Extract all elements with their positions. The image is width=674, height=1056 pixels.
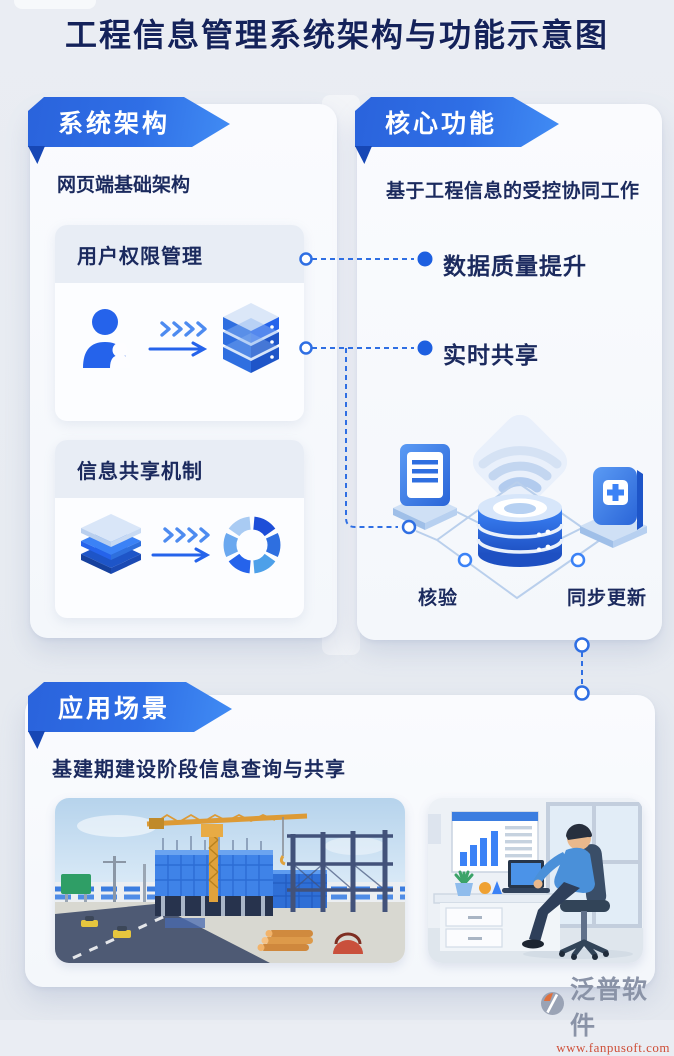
- data-hub-illustration: [360, 412, 660, 612]
- wall-frame: [428, 814, 441, 844]
- user-icon: [79, 306, 137, 377]
- ribbon-functions: 核心功能: [355, 97, 559, 147]
- page-title: 工程信息管理系统架构与功能示意图: [64, 17, 609, 53]
- layers-icon: [79, 512, 143, 583]
- deco-cone: [492, 881, 502, 894]
- bullet-realtime-share: 实时共享: [443, 342, 539, 368]
- add-document-icon: [580, 467, 647, 548]
- pipes: [257, 930, 313, 951]
- brand-name: 泛普软件: [570, 976, 649, 1040]
- node-circle: [570, 552, 586, 568]
- transfer-arrow-icon: [151, 525, 213, 570]
- brand-logo-icon: [540, 991, 565, 1021]
- node-circle: [457, 552, 473, 568]
- bullet-data-quality: 数据质量提升: [443, 253, 587, 279]
- office-workstation-image: [428, 798, 643, 963]
- plant: [454, 870, 474, 896]
- scenarios-subtitle: 基建期建设阶段信息查询与共享: [52, 759, 346, 781]
- database-3d-icon: [476, 494, 564, 567]
- database-stack-icon: [220, 301, 282, 382]
- footer-brand: 泛普软件 www.fanpusoft.com: [540, 970, 670, 1056]
- ribbon-architecture: 系统架构: [28, 97, 230, 147]
- card-info-sharing: 信息共享机制: [55, 440, 304, 618]
- deco-ball: [479, 882, 491, 894]
- bar-chart: [460, 831, 498, 866]
- crane: [146, 813, 308, 902]
- card-user-permission: 用户权限管理: [55, 225, 304, 421]
- wifi-signal-icon: [478, 446, 562, 493]
- brand-url: www.fanpusoft.com: [556, 1040, 670, 1055]
- dome-barrel: [333, 940, 363, 954]
- functions-subtitle: 基于工程信息的受控协同工作: [386, 181, 640, 202]
- person: [522, 823, 595, 949]
- steel-frame: [287, 830, 393, 912]
- label-sync-update: 同步更新: [566, 588, 647, 609]
- construction-site-image: [55, 798, 405, 963]
- connector-node: [574, 637, 590, 653]
- card-info-sharing-title: 信息共享机制: [55, 440, 304, 498]
- car: [81, 916, 131, 938]
- transfer-arrow-icon: [148, 319, 210, 364]
- architecture-subtitle: 网页端基础架构: [57, 175, 191, 196]
- label-verify: 核验: [417, 588, 458, 609]
- ribbon-scenarios: 应用场景: [28, 682, 232, 732]
- ribbon-architecture-label: 系统架构: [58, 110, 171, 138]
- donut-chart-icon: [220, 514, 282, 581]
- background-chip: [14, 0, 96, 9]
- ribbon-scenarios-label: 应用场景: [58, 695, 171, 723]
- ribbon-functions-label: 核心功能: [385, 110, 498, 138]
- document-icon: [393, 444, 457, 530]
- card-user-permission-title: 用户权限管理: [55, 225, 304, 283]
